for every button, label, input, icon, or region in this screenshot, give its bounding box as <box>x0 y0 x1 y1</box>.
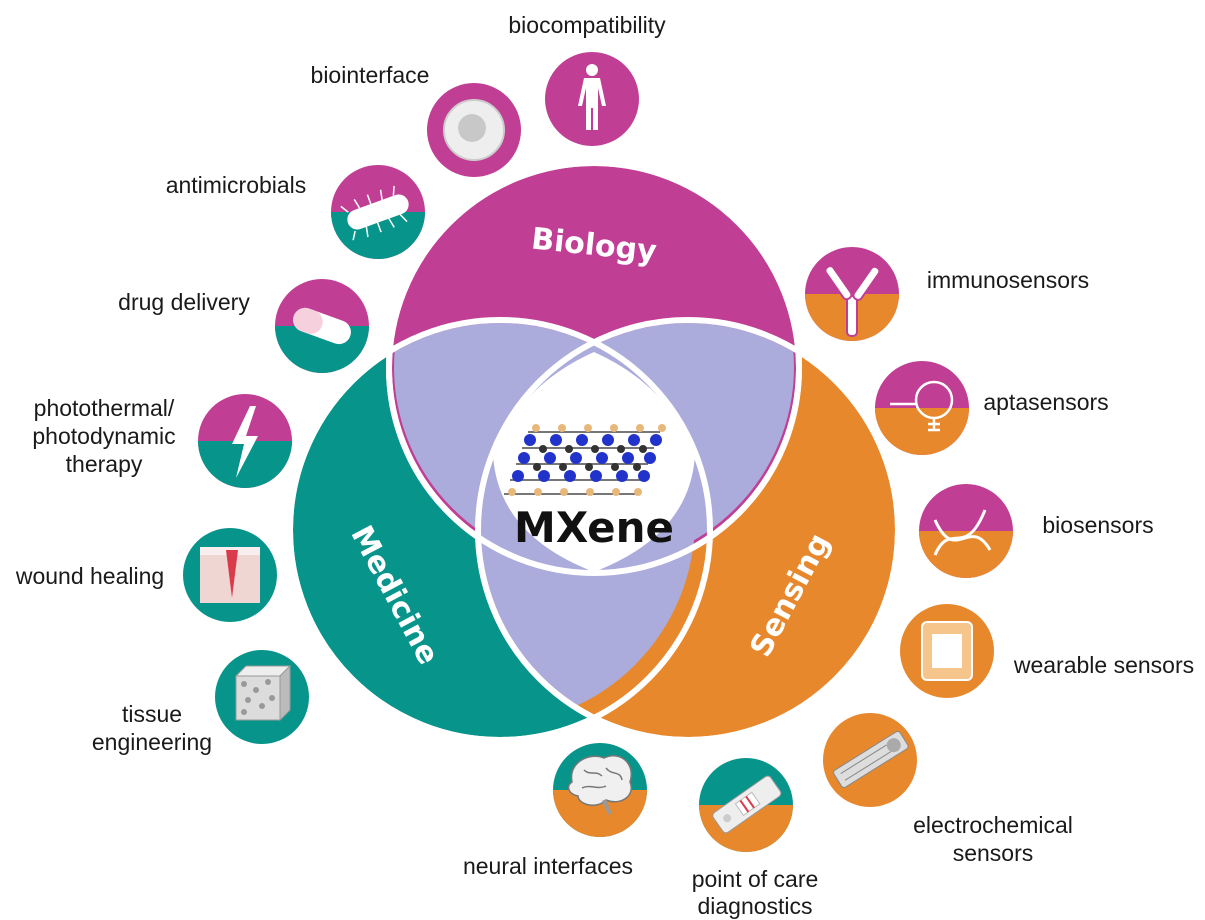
phototherapy-label-line1: photothermal/ <box>34 395 175 421</box>
wound-healing-label: wound healing <box>15 563 164 589</box>
point-of-care-label-line2: diagnostics <box>697 893 812 919</box>
aptamer-icon <box>890 380 954 432</box>
phototherapy-badge <box>198 394 292 488</box>
electrochemical-label-line1: electrochemical <box>913 812 1073 838</box>
dna-icon <box>933 509 992 556</box>
mxene-lattice-icon <box>504 424 666 496</box>
biointerface-label: biointerface <box>311 62 430 88</box>
patch-icon <box>921 621 973 681</box>
center-region <box>493 352 695 572</box>
aptasensors-badge <box>875 361 969 455</box>
tissue-label-line2: engineering <box>92 729 212 755</box>
antibody-icon <box>824 265 881 337</box>
tissue-engineering-badge <box>215 650 309 744</box>
immunosensors-badge <box>805 247 899 341</box>
wound-healing-badge <box>183 528 277 622</box>
neural-interfaces-badge <box>553 743 647 837</box>
antimicrobials-badge <box>331 165 425 259</box>
biointerface-badge <box>427 83 521 177</box>
biocompatibility-label: biocompatibility <box>508 12 666 38</box>
phototherapy-label-line3: therapy <box>66 451 143 477</box>
wearable-sensors-badge <box>900 604 994 698</box>
biocompatibility-badge <box>545 52 639 146</box>
drug-delivery-label: drug delivery <box>118 289 250 315</box>
human-body-icon <box>578 64 606 130</box>
point-of-care-badge <box>699 758 793 852</box>
scaffold-icon <box>234 664 292 722</box>
bacterium-icon <box>340 185 409 241</box>
antimicrobials-label: antimicrobials <box>166 172 307 198</box>
immunosensors-label: immunosensors <box>927 267 1089 293</box>
biosensors-badge <box>919 484 1013 578</box>
aptasensors-label: aptasensors <box>983 389 1108 415</box>
lightning-icon <box>232 406 258 478</box>
wearable-sensors-label: wearable sensors <box>1013 652 1194 678</box>
point-of-care-label-line1: point of care <box>692 866 819 892</box>
biosensors-label: biosensors <box>1042 512 1153 538</box>
phototherapy-label-line2: photodynamic <box>32 423 175 449</box>
capsule-icon <box>293 307 351 345</box>
neural-interfaces-label: neural interfaces <box>463 853 633 879</box>
drug-delivery-badge <box>275 279 369 373</box>
tissue-label-line1: tissue <box>122 701 182 727</box>
electrochemical-label-line2: sensors <box>953 840 1034 866</box>
center-title: MXene <box>514 503 674 552</box>
brain-icon <box>567 755 633 815</box>
electrode-strip-icon <box>833 730 909 788</box>
test-strip-icon <box>712 775 782 834</box>
electrochemical-sensors-badge <box>823 713 917 807</box>
